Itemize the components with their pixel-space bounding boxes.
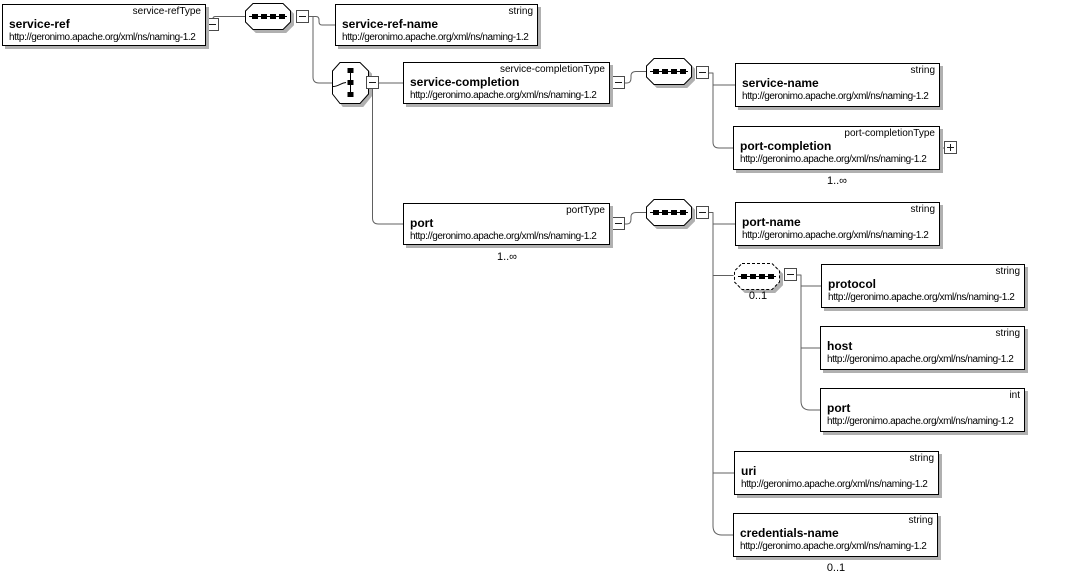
element-name: port-completion: [740, 139, 832, 153]
element-box-service-name[interactable]: string service-name http://geronimo.apac…: [735, 63, 940, 107]
minus-icon: [615, 223, 622, 224]
connector: [708, 212, 734, 536]
element-namespace: http://geronimo.apache.org/xml/ns/naming…: [827, 416, 1014, 427]
element-box-port-name[interactable]: string port-name http://geronimo.apache.…: [735, 202, 940, 246]
minus-icon: [209, 24, 216, 25]
element-type: string: [909, 453, 934, 464]
expand-toggle[interactable]: [944, 141, 957, 154]
element-type: int: [1009, 390, 1020, 401]
element-box-port-int[interactable]: int port http://geronimo.apache.org/xml/…: [820, 388, 1025, 432]
element-namespace: http://geronimo.apache.org/xml/ns/naming…: [740, 154, 927, 165]
sequence-icon[interactable]: [646, 199, 698, 229]
element-box-service-completion[interactable]: service-completionType service-completio…: [403, 62, 610, 104]
element-namespace: http://geronimo.apache.org/xml/ns/naming…: [827, 354, 1014, 365]
minus-icon: [369, 82, 376, 83]
collapse-toggle[interactable]: [296, 10, 309, 23]
element-type: string: [908, 515, 933, 526]
element-box-port-completion[interactable]: port-completionType port-completion http…: [733, 126, 940, 170]
element-name: service-name: [742, 76, 819, 90]
element-name: service-ref: [9, 17, 70, 31]
optional-sequence-icon[interactable]: [733, 262, 786, 293]
collapse-toggle[interactable]: [784, 268, 797, 281]
occurrence-label: 0..1: [826, 562, 846, 574]
minus-icon: [299, 16, 306, 17]
element-namespace: http://geronimo.apache.org/xml/ns/naming…: [742, 91, 929, 102]
element-name: port: [410, 216, 434, 230]
element-box-host[interactable]: string host http://geronimo.apache.org/x…: [820, 326, 1025, 370]
collapse-toggle[interactable]: [696, 206, 709, 219]
connector: [624, 212, 647, 225]
element-box-protocol[interactable]: string protocol http://geronimo.apache.o…: [821, 264, 1025, 308]
element-type: string: [995, 328, 1020, 339]
element-type: string: [910, 65, 935, 76]
element-box-uri[interactable]: string uri http://geronimo.apache.org/xm…: [734, 451, 939, 495]
element-namespace: http://geronimo.apache.org/xml/ns/naming…: [410, 90, 597, 101]
minus-icon: [615, 82, 622, 83]
element-name: protocol: [828, 277, 876, 291]
occurrence-label: 0..1: [748, 290, 768, 302]
collapse-toggle[interactable]: [366, 76, 379, 89]
element-namespace: http://geronimo.apache.org/xml/ns/naming…: [740, 541, 927, 552]
connector: [308, 16, 336, 26]
element-box-port[interactable]: portType port http://geronimo.apache.org…: [403, 203, 610, 245]
element-namespace: http://geronimo.apache.org/xml/ns/naming…: [342, 32, 529, 43]
element-type: port-completionType: [844, 128, 935, 139]
element-type: service-refType: [132, 6, 201, 17]
element-box-service-ref-name[interactable]: string service-ref-name http://geronimo.…: [335, 4, 538, 46]
element-type: service-completionType: [499, 64, 605, 75]
plus-icon: [950, 144, 951, 151]
element-namespace: http://geronimo.apache.org/xml/ns/naming…: [410, 231, 597, 242]
connector: [372, 88, 404, 225]
sequence-icon[interactable]: [646, 58, 698, 88]
element-namespace: http://geronimo.apache.org/xml/ns/naming…: [9, 32, 196, 43]
element-name: uri: [741, 464, 757, 478]
element-type: portType: [566, 205, 605, 216]
element-box-service-ref[interactable]: service-refType service-ref http://geron…: [2, 4, 206, 46]
connector: [312, 16, 333, 84]
minus-icon: [699, 212, 706, 213]
minus-icon: [787, 274, 794, 275]
element-name: port-name: [742, 215, 801, 229]
connector: [624, 71, 647, 84]
occurrence-label: 1..∞: [826, 175, 848, 187]
connector: [708, 72, 734, 149]
connector: [796, 274, 821, 411]
element-name: port: [827, 401, 851, 415]
element-type: string: [995, 266, 1020, 277]
element-name: credentials-name: [740, 526, 839, 540]
occurrence-label: 1..∞: [496, 251, 518, 263]
element-namespace: http://geronimo.apache.org/xml/ns/naming…: [742, 230, 929, 241]
collapse-toggle[interactable]: [612, 217, 625, 230]
choice-icon[interactable]: [332, 62, 372, 107]
element-type: string: [910, 204, 935, 215]
element-name: service-completion: [410, 75, 520, 89]
element-namespace: http://geronimo.apache.org/xml/ns/naming…: [741, 479, 928, 490]
collapse-toggle[interactable]: [696, 66, 709, 79]
collapse-toggle[interactable]: [612, 76, 625, 89]
collapse-toggle[interactable]: [206, 18, 219, 31]
element-box-credentials-name[interactable]: string credentials-name http://geronimo.…: [733, 513, 938, 557]
element-name: host: [827, 339, 853, 353]
element-namespace: http://geronimo.apache.org/xml/ns/naming…: [828, 292, 1015, 303]
element-type: string: [508, 6, 533, 17]
minus-icon: [699, 72, 706, 73]
element-name: service-ref-name: [342, 17, 439, 31]
sequence-icon[interactable]: [245, 3, 297, 33]
